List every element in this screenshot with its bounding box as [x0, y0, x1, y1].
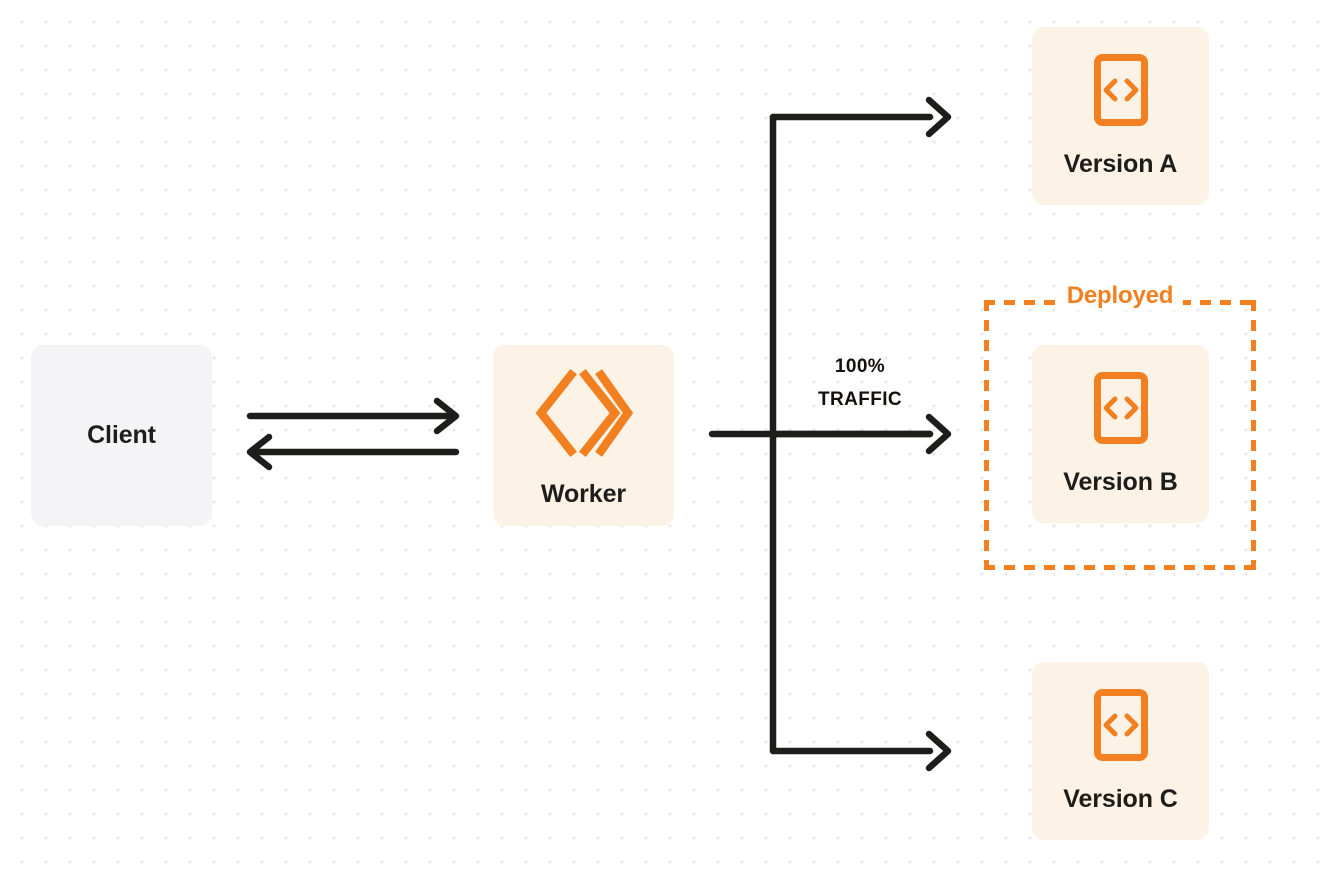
deployed-border-right [1251, 300, 1256, 570]
deployed-border-bottom [984, 565, 1256, 570]
deployed-border-top-right [1180, 300, 1256, 305]
deployed-border-top-left [984, 300, 1082, 305]
code-document-icon [1093, 688, 1149, 767]
node-version-c[interactable]: Version C [1032, 662, 1209, 840]
node-worker-label: Worker [540, 480, 627, 508]
edge-to-version-a [769, 96, 952, 138]
traffic-percentage-label: 100% TRAFFIC [795, 350, 925, 417]
cloudflare-workers-logo-icon [535, 367, 633, 464]
deployed-group-label: Deployed [1056, 282, 1184, 310]
traffic-caption: TRAFFIC [817, 389, 903, 411]
node-version-a-label: Version A [1063, 150, 1178, 178]
node-version-c-label: Version C [1063, 785, 1178, 813]
deployed-group-box: Deployed [984, 282, 1256, 570]
node-client[interactable]: Client [31, 345, 212, 526]
traffic-percent-value: 100% [834, 356, 886, 377]
code-document-icon [1093, 371, 1149, 450]
node-client-label: Client [87, 421, 156, 449]
node-version-b-label: Version B [1063, 468, 1178, 496]
deployed-border-left [984, 300, 989, 570]
edge-client-to-worker [246, 397, 460, 435]
edge-worker-to-versions-trunk [708, 113, 934, 755]
edge-to-version-c [769, 730, 952, 772]
edge-worker-to-client [246, 433, 460, 471]
code-document-icon [1093, 53, 1149, 132]
node-version-a[interactable]: Version A [1032, 27, 1209, 205]
edge-to-version-b [769, 413, 952, 455]
node-worker[interactable]: Worker [493, 345, 674, 526]
node-version-b[interactable]: Version B [1032, 345, 1209, 523]
